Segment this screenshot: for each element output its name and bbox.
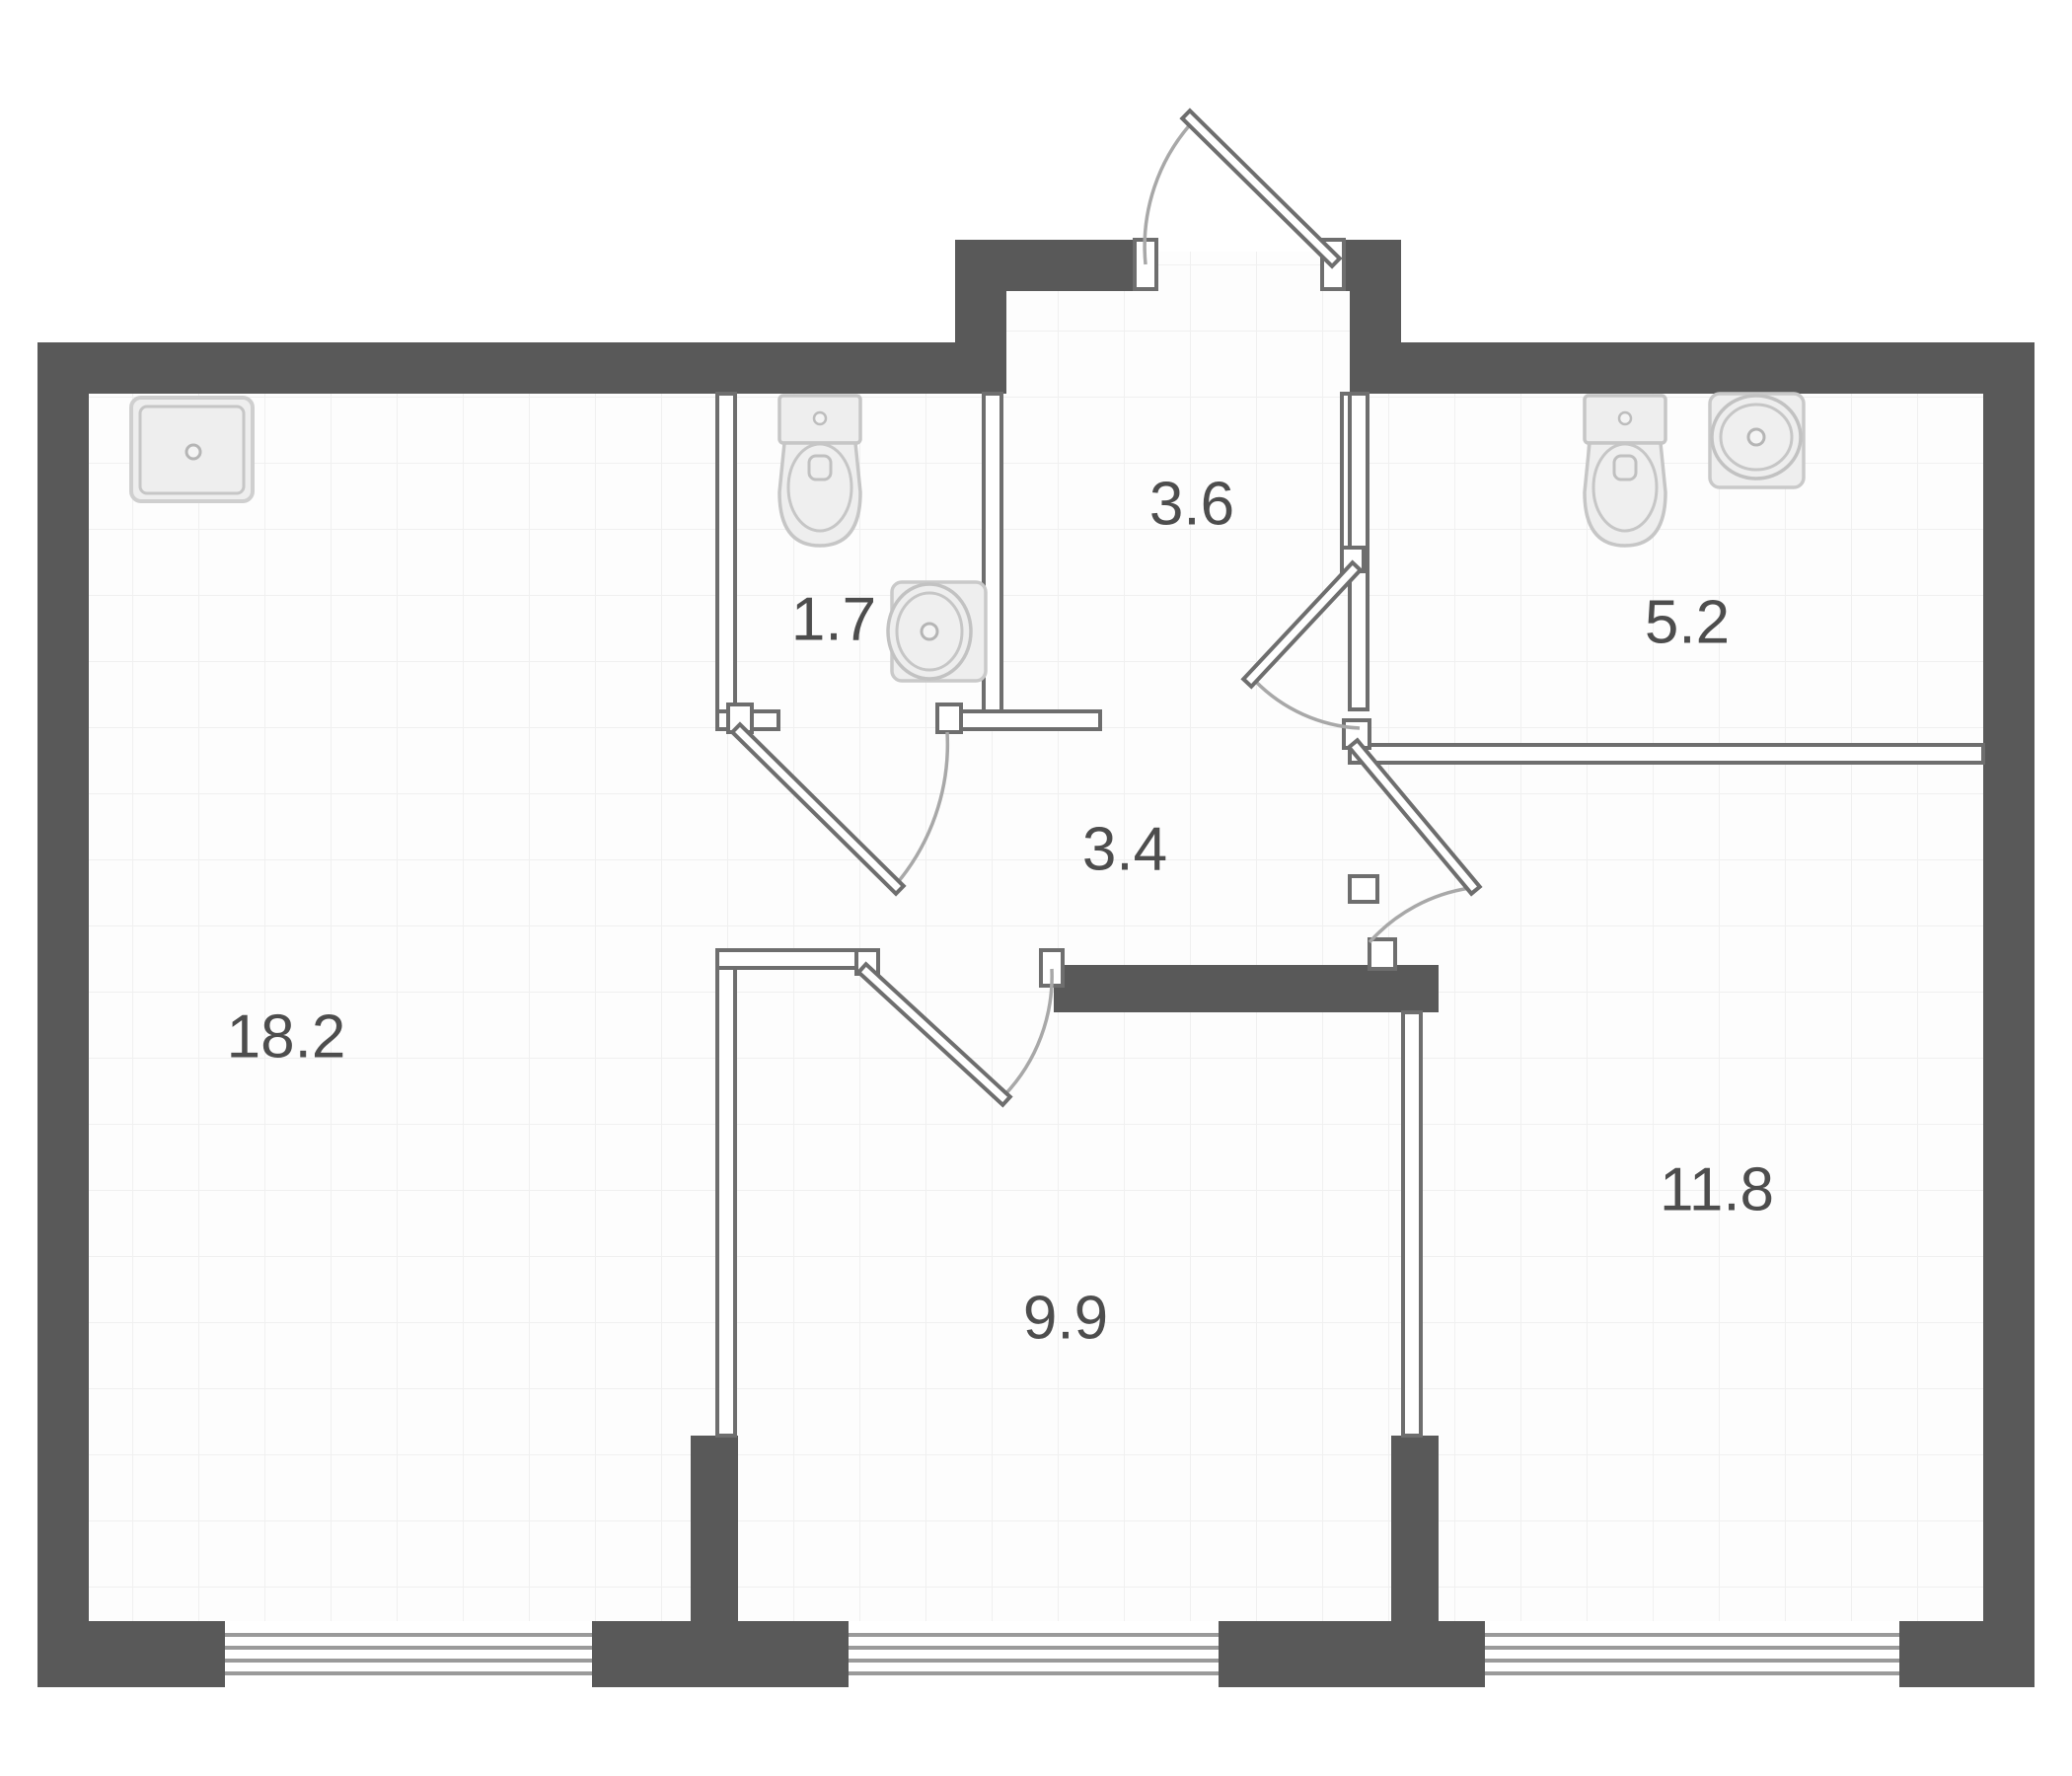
bedroom-small-door-leaf-inner [861, 967, 1007, 1102]
wall-outer-bottom-1 [37, 1621, 225, 1687]
jamb-bedroom-large-left [1348, 874, 1379, 904]
partition-bedroom-small-left [715, 948, 737, 1438]
toilet-fixture-wc-valve [812, 410, 828, 426]
bathroom-door-upper-leaf-inner [1246, 565, 1358, 684]
windows [225, 1630, 1899, 1679]
wc-door-leaf-inner [735, 727, 901, 891]
area-label-toilet: 1.7 [791, 585, 876, 653]
toilet-fixture-wc-flush [807, 454, 833, 481]
toilet-fixture-wc [777, 394, 862, 548]
toilet-fixture-bathroom-valve [1617, 410, 1633, 426]
wall-outer-bottom-3 [1219, 1621, 1485, 1687]
area-labels: 18.2 1.7 3.6 5.2 3.4 9.9 11.8 [227, 470, 1774, 1352]
toilet-fixture-bathroom-flush [1612, 454, 1638, 481]
wall-outer-right [1983, 342, 2035, 1687]
fixtures [129, 392, 1806, 683]
area-label-bedroom-small: 9.9 [1023, 1284, 1108, 1352]
area-label-bedroom-large: 11.8 [1660, 1155, 1774, 1223]
area-label-corridor: 3.4 [1082, 815, 1167, 883]
toilet-fixture-wc-seat [786, 442, 853, 533]
area-label-bathroom: 5.2 [1645, 588, 1730, 656]
jamb-bedroom-large-right [1368, 937, 1397, 971]
bathroom-door-lower-leaf-inner [1352, 743, 1477, 891]
partition-wc-left [715, 392, 737, 731]
wall-vestibule-top-left [955, 240, 1138, 291]
window-bedroom-small[interactable] [849, 1630, 1219, 1679]
partition-bedroom-small-top [715, 948, 872, 970]
area-label-entry-hall: 3.6 [1149, 470, 1234, 538]
entrance-door-arc [1143, 118, 1196, 265]
structural-walls [37, 240, 2035, 1687]
bathroom-door-lower-arc [1368, 886, 1471, 944]
wall-outer-top-right [1401, 342, 2035, 394]
washbasin-fixture-wc [886, 580, 988, 683]
jamb-wc-right [935, 703, 963, 734]
grid-main [89, 393, 1983, 1621]
toilet-fixture-bathroom [1583, 394, 1667, 548]
washbasin-fixture-wc-drain [920, 622, 939, 641]
room-floors [89, 252, 1983, 1621]
partition-bedroom-small-right [1401, 1010, 1423, 1438]
wall-vestibule-right-step [1350, 342, 1401, 394]
window-living-room[interactable] [225, 1630, 592, 1679]
sink-fixture-living-room-drain [185, 443, 202, 461]
entrance-door[interactable] [1143, 108, 1343, 269]
partition-wc-bottom-right [940, 709, 1102, 731]
wall-pier-bedroom-small-right [1391, 1436, 1439, 1687]
wall-outer-bottom-4 [1899, 1621, 2035, 1687]
toilet-fixture-bathroom-seat [1591, 442, 1659, 533]
sink-fixture-living-room [129, 396, 255, 503]
wc-door[interactable] [729, 721, 950, 897]
bathroom-door-lower[interactable] [1346, 737, 1483, 944]
bathroom-door-upper[interactable] [1240, 559, 1364, 730]
wall-outer-top-left [37, 342, 955, 394]
wall-outer-left [37, 342, 89, 1687]
wall-pier-bedroom-small-left [691, 1436, 738, 1687]
partition-wc-right [982, 392, 1003, 731]
bathroom-door-upper-arc [1253, 679, 1361, 730]
partition-bath-bottom [1348, 743, 1985, 765]
area-label-living-room: 18.2 [227, 1002, 346, 1071]
wall-vestibule-top-right [1337, 240, 1401, 291]
bedroom-small-door-arc [1002, 968, 1054, 1097]
washbasin-fixture-bathroom [1708, 392, 1806, 489]
partition-walls [715, 392, 1985, 1438]
wall-corridor-header [1054, 965, 1439, 1012]
window-bedroom-large[interactable] [1485, 1630, 1899, 1679]
doors [729, 108, 1483, 1108]
wc-door-arc [891, 731, 950, 890]
bedroom-small-door[interactable] [855, 961, 1054, 1108]
washbasin-fixture-bathroom-drain [1746, 427, 1766, 447]
entrance-door-leaf-inner [1185, 113, 1337, 263]
